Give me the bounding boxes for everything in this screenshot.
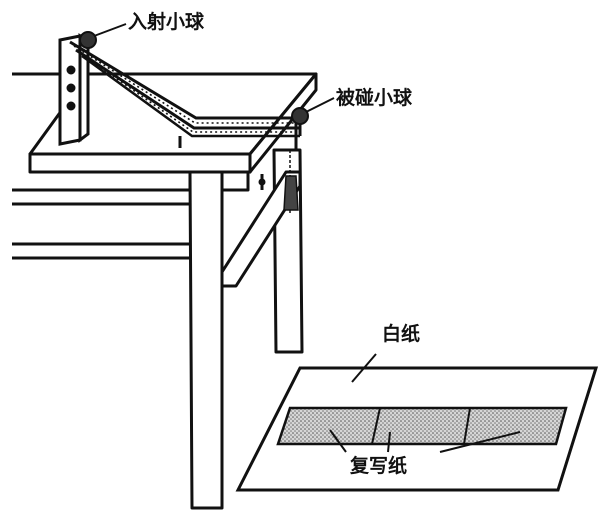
target-ball-holder (258, 122, 299, 214)
incident-ball-label: 入射小球 (128, 10, 205, 33)
inclined-track (69, 40, 302, 148)
carbon-paper-label: 复写纸 (349, 454, 407, 477)
ramp-stand (58, 33, 90, 146)
incident-ball (79, 31, 97, 49)
white-paper-label: 白纸 (382, 322, 420, 345)
carbon-paper (276, 406, 568, 446)
target-ball-label: 被碰小球 (336, 86, 413, 109)
leader-lines (93, 23, 521, 453)
target-ball (291, 107, 309, 125)
